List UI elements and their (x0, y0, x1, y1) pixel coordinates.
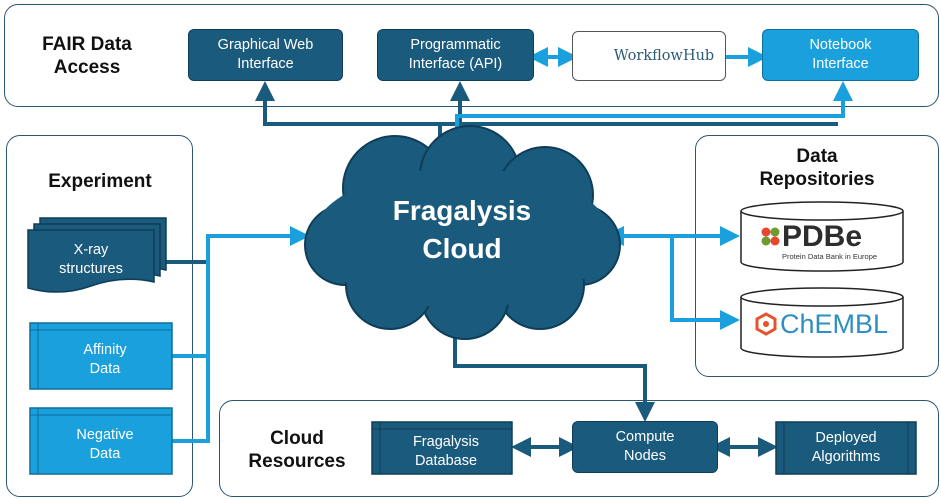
algorithms-line2: Algorithms (811, 449, 881, 465)
database-line1: Fragalysis (412, 433, 480, 450)
programmatic-interface-box[interactable]: Programmatic Interface (API) (377, 29, 534, 81)
pdbe-logo-icon (761, 227, 780, 246)
repositories-title-line2: Repositories (759, 169, 875, 190)
fragalysis-database-shape (371, 421, 513, 475)
repositories-title-line1: Data (796, 146, 838, 167)
xray-document-stack (27, 217, 167, 293)
fair-title-line2: Access (53, 57, 121, 78)
chembl-logo-icon (755, 312, 777, 336)
api-line2: Interface (API) (408, 56, 503, 72)
xray-line2: structures (59, 261, 123, 277)
compute-nodes-box[interactable]: Compute Nodes (572, 421, 718, 473)
chembl-label[interactable]: ChEMBL (780, 309, 889, 339)
fair-title-line1: FAIR Data (42, 34, 132, 55)
algorithms-line1: Deployed (815, 430, 877, 446)
xray-line1: X-ray (73, 242, 109, 258)
compute-line1: Compute (615, 429, 675, 445)
connector-chembl (670, 236, 740, 330)
negative-line2: Data (89, 445, 121, 462)
pdbe-cylinder (740, 201, 904, 272)
negative-data-shape (29, 407, 173, 475)
pdbe-label-group[interactable]: PDBe Protein Data Bank in Europe (782, 220, 900, 262)
affinity-data-box[interactable]: Affinity Data (38, 330, 172, 389)
workflowhub-box[interactable]: WorkflowHub (572, 31, 726, 81)
notebook-line2: Interface (812, 56, 869, 72)
negative-line1: Negative (76, 426, 134, 443)
fragalysis-database-box[interactable]: Fragalysis Database (380, 429, 512, 474)
pdbe-label: PDBe (782, 220, 863, 253)
workflowhub-label: WorkflowHub (613, 47, 715, 64)
graphical-line1: Graphical Web (217, 37, 314, 53)
graphical-web-interface-box[interactable]: Graphical Web Interface (188, 29, 343, 81)
connector-cloud-compute (445, 315, 655, 422)
cloud-resources-title-line1: Cloud (270, 428, 324, 449)
pdbe-sublabel: Protein Data Bank in Europe (782, 252, 878, 261)
api-line1: Programmatic (410, 37, 501, 53)
compute-line2: Nodes (624, 448, 666, 464)
fragalysis-cloud-label[interactable]: Fragalysis Cloud (332, 192, 592, 268)
connector-experiment-bus (172, 236, 300, 443)
negative-data-box[interactable]: Negative Data (38, 415, 172, 474)
cloud-line2: Cloud (422, 233, 502, 264)
database-line2: Database (414, 452, 478, 469)
affinity-line1: Affinity (83, 341, 127, 358)
cloud-line1: Fragalysis (392, 195, 532, 226)
cloud-resources-title-line2: Resources (248, 451, 346, 472)
fragalysis-cloud-shape (304, 125, 621, 340)
xray-structures-box[interactable]: X-ray structures (28, 236, 154, 284)
deployed-algorithms-shape (775, 421, 917, 475)
affinity-data-shape (29, 322, 173, 390)
graphical-line2: Interface (237, 56, 294, 72)
deployed-algorithms-box[interactable]: Deployed Algorithms (784, 422, 908, 474)
chembl-cylinder (740, 287, 904, 358)
cloud-resources-section-title: Cloud Resources (232, 427, 362, 473)
repositories-section-title: Data Repositories (720, 145, 914, 191)
experiment-section-title: Experiment (48, 171, 152, 192)
notebook-line1: Notebook (809, 37, 872, 53)
affinity-line2: Data (89, 360, 121, 377)
notebook-interface-box[interactable]: Notebook Interface (762, 29, 919, 81)
fair-section-title: FAIR Data Access (22, 33, 152, 79)
